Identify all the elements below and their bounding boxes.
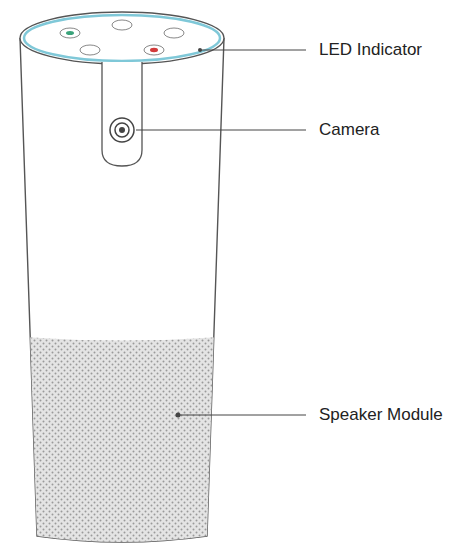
top-surface bbox=[20, 12, 224, 64]
camera-lens bbox=[110, 118, 134, 142]
leader-lines bbox=[136, 50, 306, 415]
top-buttons bbox=[60, 20, 184, 55]
callout-label: LED Indicator bbox=[319, 40, 422, 60]
red-button-icon bbox=[150, 48, 158, 52]
speaker-mesh bbox=[0, 335, 244, 550]
callout-label: Camera bbox=[319, 120, 379, 140]
led-ring bbox=[24, 15, 220, 61]
leader-dot bbox=[176, 413, 181, 418]
green-button-icon bbox=[66, 31, 74, 35]
camera-housing bbox=[102, 62, 142, 166]
callout-label: Speaker Module bbox=[319, 405, 443, 425]
